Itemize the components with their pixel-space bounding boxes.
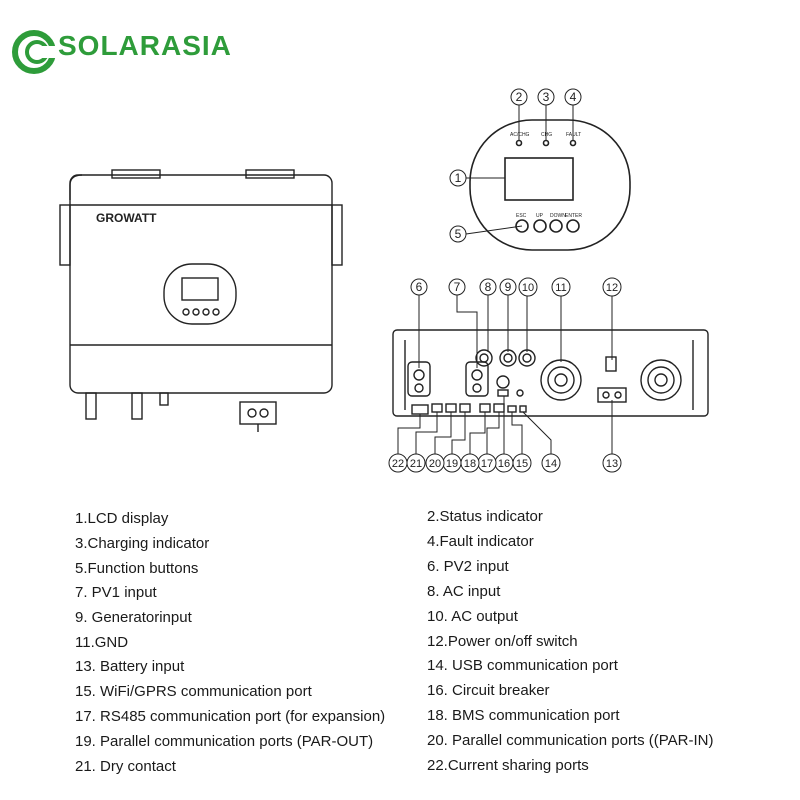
callout-22: 22	[388, 453, 408, 473]
legend-item-3: 3.Charging indicator	[75, 535, 210, 552]
legend-item-8: 8. AC input	[427, 583, 501, 600]
callout-21: 21	[406, 453, 426, 473]
callout-11: 11	[551, 277, 571, 297]
svg-text:10: 10	[522, 282, 534, 294]
callout-10: 10	[518, 277, 538, 297]
control-panel-detail	[469, 119, 631, 251]
legend-item-17: 17. RS485 communication port (for expans…	[75, 708, 386, 725]
svg-text:6: 6	[416, 280, 423, 294]
svg-text:8: 8	[485, 280, 492, 294]
legend-item-2: 2.Status indicator	[427, 508, 543, 525]
brand-name: SOLARASIA	[58, 30, 232, 61]
svg-text:13: 13	[606, 458, 618, 470]
callout-17: 17	[477, 453, 497, 473]
callout-2: 2	[510, 88, 528, 106]
legend-item-22: 22.Current sharing ports	[427, 757, 589, 774]
esc-button-label: ESC	[516, 213, 527, 219]
legend-item-16: 16. Circuit breaker	[427, 682, 550, 699]
callout-3: 3	[537, 88, 555, 106]
legend-item-7: 7. PV1 input	[75, 584, 157, 601]
callout-7: 7	[448, 278, 466, 296]
legend-item-1: 1.LCD display	[75, 510, 169, 527]
legend-item-19: 19. Parallel communication ports (PAR-OU…	[75, 733, 374, 750]
legend-item-6: 6. PV2 input	[427, 558, 509, 575]
svg-text:21: 21	[410, 458, 422, 470]
leader-lines	[397, 104, 613, 455]
callout-14: 14	[541, 453, 561, 473]
legend-item-5: 5.Function buttons	[75, 560, 199, 577]
svg-text:15: 15	[516, 458, 528, 470]
callout-13: 13	[602, 453, 622, 473]
svg-text:14: 14	[545, 458, 557, 470]
legend-item-10: 10. AC output	[427, 608, 518, 625]
callout-4: 4	[564, 88, 582, 106]
svg-text:4: 4	[570, 90, 577, 104]
callout-1: 1	[449, 169, 467, 187]
legend-item-14: 14. USB communication port	[427, 657, 618, 674]
enter-button-label: ENTER	[565, 213, 582, 219]
callout-19: 19	[442, 453, 462, 473]
legend-item-13: 13. Battery input	[75, 658, 185, 675]
svg-text:3: 3	[543, 90, 550, 104]
svg-text:9: 9	[505, 280, 512, 294]
up-button-label: UP	[536, 213, 544, 219]
callout-8: 8	[479, 278, 497, 296]
status-indicator-label: AC/CHG	[510, 132, 530, 138]
svg-text:2: 2	[516, 90, 523, 104]
legend-item-9: 9. Generatorinput	[75, 609, 192, 626]
svg-text:11: 11	[555, 282, 566, 294]
svg-text:20: 20	[429, 458, 441, 470]
callout-16: 16	[494, 453, 514, 473]
callout-9: 9	[499, 278, 517, 296]
device-brand: GROWATT	[96, 211, 157, 225]
svg-text:17: 17	[481, 458, 493, 470]
legend-item-12: 12.Power on/off switch	[427, 633, 578, 650]
callouts: 1 2 3 4 5 6 7 8 9 10 11 12 13 14 15 16 1…	[388, 88, 622, 473]
svg-text:16: 16	[498, 458, 510, 470]
solarasia-logo	[12, 30, 56, 74]
callout-5: 5	[449, 225, 467, 243]
legend-item-4: 4.Fault indicator	[427, 533, 534, 550]
legend-item-21: 21. Dry contact	[75, 758, 176, 775]
legend-item-20: 20. Parallel communication ports ((PAR-I…	[427, 732, 714, 749]
legend-item-15: 15. WiFi/GPRS communication port	[75, 683, 312, 700]
down-button-label: DOWN	[550, 213, 566, 219]
inverter-diagram: GROWATT AC/CHG CHG FAULT ESC UP DOWN ENT…	[59, 88, 709, 473]
inverter-front-view	[59, 169, 343, 432]
inverter-bottom-view	[392, 329, 709, 417]
fault-indicator-label: FAULT	[566, 132, 581, 138]
callout-6: 6	[410, 278, 428, 296]
legend-item-11: 11.GND	[75, 634, 129, 651]
callout-18: 18	[460, 453, 480, 473]
svg-text:19: 19	[446, 458, 458, 470]
legend-item-18: 18. BMS communication port	[427, 707, 620, 724]
charging-indicator-label: CHG	[541, 132, 552, 138]
callout-20: 20	[425, 453, 445, 473]
svg-text:1: 1	[455, 171, 462, 185]
callout-12: 12	[602, 277, 622, 297]
svg-text:18: 18	[464, 458, 476, 470]
svg-text:12: 12	[606, 282, 618, 294]
callout-15: 15	[512, 453, 532, 473]
svg-text:5: 5	[455, 227, 462, 241]
svg-text:7: 7	[454, 280, 461, 294]
svg-text:22: 22	[392, 458, 404, 470]
